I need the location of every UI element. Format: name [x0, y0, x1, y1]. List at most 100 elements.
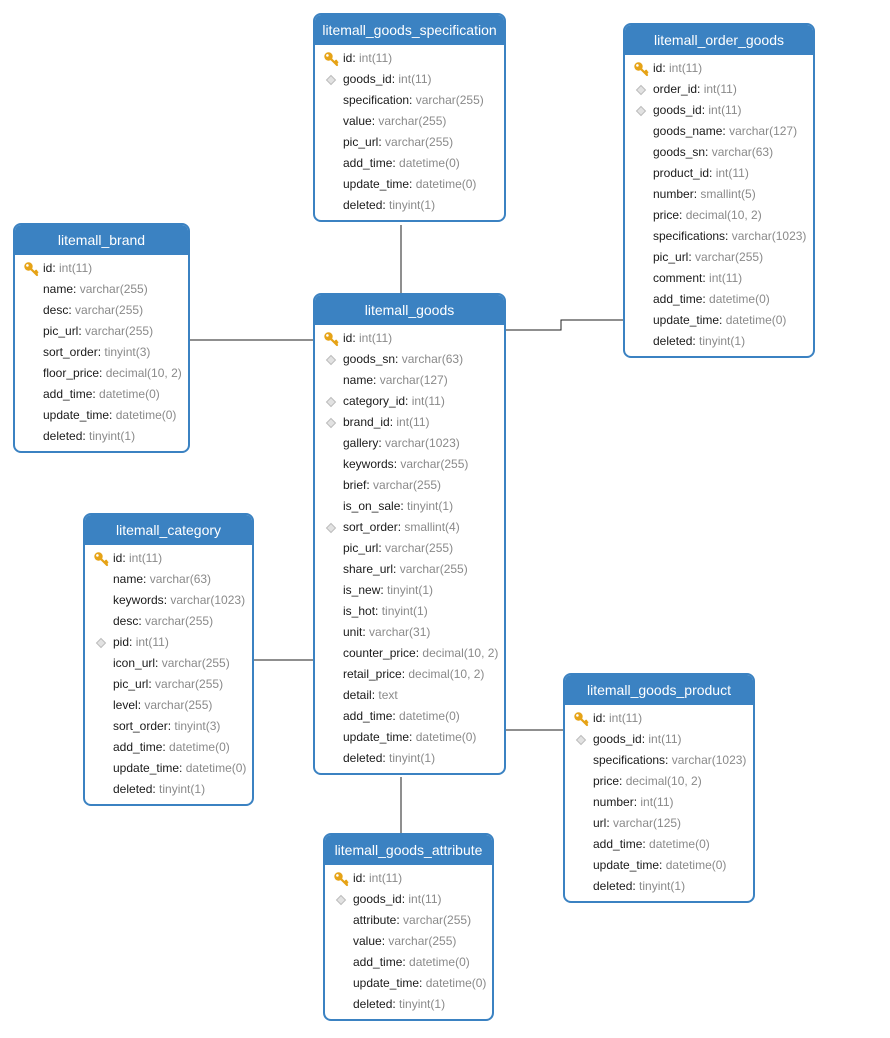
table-litemall-category[interactable]: litemall_category id: int(11)name: varch…: [83, 513, 254, 806]
field-row[interactable]: deleted: tinyint(1): [325, 994, 492, 1015]
field-row[interactable]: name: varchar(127): [315, 370, 504, 391]
field-separator: :: [148, 677, 156, 691]
field-name: deleted: [343, 198, 383, 212]
field-row[interactable]: add_time: datetime(0): [315, 706, 504, 727]
field-row[interactable]: value: varchar(255): [325, 931, 492, 952]
field-row[interactable]: icon_url: varchar(255): [85, 653, 252, 674]
field-row[interactable]: update_time: datetime(0): [85, 758, 252, 779]
field-row[interactable]: url: varchar(125): [565, 813, 753, 834]
field-row[interactable]: unit: varchar(31): [315, 622, 504, 643]
field-row[interactable]: number: int(11): [565, 792, 753, 813]
field-row[interactable]: specifications: varchar(1023): [565, 750, 753, 771]
field-row[interactable]: specifications: varchar(1023): [625, 226, 813, 247]
table-litemall-goods-specification[interactable]: litemall_goods_specification id: int(11)…: [313, 13, 506, 222]
field-row[interactable]: deleted: tinyint(1): [15, 426, 188, 447]
field-row[interactable]: deleted: tinyint(1): [625, 331, 813, 352]
field-separator: :: [382, 751, 390, 765]
field-row[interactable]: desc: varchar(255): [15, 300, 188, 321]
field-row[interactable]: id: int(11): [315, 328, 504, 349]
field-row[interactable]: gallery: varchar(1023): [315, 433, 504, 454]
field-row[interactable]: add_time: datetime(0): [85, 737, 252, 758]
field-row[interactable]: sort_order: tinyint(3): [85, 716, 252, 737]
field-row[interactable]: goods_id: int(11): [325, 889, 492, 910]
field-row[interactable]: update_time: datetime(0): [15, 405, 188, 426]
field-row[interactable]: goods_id: int(11): [625, 100, 813, 121]
field-row[interactable]: id: int(11): [15, 258, 188, 279]
field-row[interactable]: goods_name: varchar(127): [625, 121, 813, 142]
field-row[interactable]: id: int(11): [315, 48, 504, 69]
field-row[interactable]: sort_order: tinyint(3): [15, 342, 188, 363]
field-row[interactable]: update_time: datetime(0): [565, 855, 753, 876]
field-row[interactable]: goods_sn: varchar(63): [315, 349, 504, 370]
field-row[interactable]: counter_price: decimal(10, 2): [315, 643, 504, 664]
table-litemall-goods[interactable]: litemall_goods id: int(11)goods_sn: varc…: [313, 293, 506, 775]
field-row[interactable]: goods_id: int(11): [565, 729, 753, 750]
field-row[interactable]: name: varchar(63): [85, 569, 252, 590]
field-row[interactable]: add_time: datetime(0): [565, 834, 753, 855]
field-row[interactable]: name: varchar(255): [15, 279, 188, 300]
field-row[interactable]: floor_price: decimal(10, 2): [15, 363, 188, 384]
field-row[interactable]: add_time: datetime(0): [315, 153, 504, 174]
field-row[interactable]: detail: text: [315, 685, 504, 706]
field-row[interactable]: category_id: int(11): [315, 391, 504, 412]
field-row[interactable]: brief: varchar(255): [315, 475, 504, 496]
field-row[interactable]: update_time: datetime(0): [325, 973, 492, 994]
table-litemall-goods-attribute[interactable]: litemall_goods_attribute id: int(11)good…: [323, 833, 494, 1021]
field-row[interactable]: id: int(11): [625, 58, 813, 79]
field-row[interactable]: value: varchar(255): [315, 111, 504, 132]
field-row[interactable]: deleted: tinyint(1): [315, 748, 504, 769]
field-row[interactable]: is_new: tinyint(1): [315, 580, 504, 601]
field-row[interactable]: goods_sn: varchar(63): [625, 142, 813, 163]
field-name: update_time: [43, 408, 110, 422]
field-name: sort_order: [113, 719, 168, 733]
field-row[interactable]: pid: int(11): [85, 632, 252, 653]
field-row[interactable]: add_time: datetime(0): [15, 384, 188, 405]
field-row[interactable]: id: int(11): [565, 708, 753, 729]
field-row[interactable]: price: decimal(10, 2): [625, 205, 813, 226]
field-row[interactable]: pic_url: varchar(255): [625, 247, 813, 268]
field-name: product_id: [653, 166, 710, 180]
field-row[interactable]: deleted: tinyint(1): [565, 876, 753, 897]
field-row[interactable]: brand_id: int(11): [315, 412, 504, 433]
field-row[interactable]: order_id: int(11): [625, 79, 813, 100]
field-row[interactable]: id: int(11): [325, 868, 492, 889]
field-row[interactable]: specification: varchar(255): [315, 90, 504, 111]
index-diamond-icon: [333, 892, 349, 908]
field-row[interactable]: comment: int(11): [625, 268, 813, 289]
field-row[interactable]: deleted: tinyint(1): [85, 779, 252, 800]
field-row[interactable]: is_hot: tinyint(1): [315, 601, 504, 622]
table-litemall-brand[interactable]: litemall_brand id: int(11)name: varchar(…: [13, 223, 190, 453]
field-row[interactable]: id: int(11): [85, 548, 252, 569]
field-row[interactable]: level: varchar(255): [85, 695, 252, 716]
field-row[interactable]: add_time: datetime(0): [325, 952, 492, 973]
field-row[interactable]: desc: varchar(255): [85, 611, 252, 632]
field-row[interactable]: keywords: varchar(255): [315, 454, 504, 475]
field-row[interactable]: is_on_sale: tinyint(1): [315, 496, 504, 517]
field-row[interactable]: product_id: int(11): [625, 163, 813, 184]
field-row[interactable]: update_time: datetime(0): [315, 174, 504, 195]
field-row[interactable]: update_time: datetime(0): [625, 310, 813, 331]
field-row[interactable]: goods_id: int(11): [315, 69, 504, 90]
field-row[interactable]: attribute: varchar(255): [325, 910, 492, 931]
field-name: is_new: [343, 583, 381, 597]
field-row[interactable]: share_url: varchar(255): [315, 559, 504, 580]
field-type: varchar(255): [388, 934, 457, 948]
field-type: tinyint(1): [639, 879, 686, 893]
field-row[interactable]: deleted: tinyint(1): [315, 195, 504, 216]
field-row[interactable]: pic_url: varchar(255): [315, 132, 504, 153]
field-row[interactable]: update_time: datetime(0): [315, 727, 504, 748]
field-row[interactable]: sort_order: smallint(4): [315, 517, 504, 538]
table-litemall-goods-product[interactable]: litemall_goods_product id: int(11)goods_…: [563, 673, 755, 903]
field-row[interactable]: pic_url: varchar(255): [315, 538, 504, 559]
field-row[interactable]: keywords: varchar(1023): [85, 590, 252, 611]
table-litemall-order-goods[interactable]: litemall_order_goods id: int(11)order_id…: [623, 23, 815, 358]
field-row[interactable]: retail_price: decimal(10, 2): [315, 664, 504, 685]
field-row[interactable]: pic_url: varchar(255): [85, 674, 252, 695]
field-row[interactable]: price: decimal(10, 2): [565, 771, 753, 792]
field-row[interactable]: add_time: datetime(0): [625, 289, 813, 310]
field-row[interactable]: number: smallint(5): [625, 184, 813, 205]
field-type: datetime(0): [425, 976, 487, 990]
field-name: number: [653, 187, 694, 201]
field-type: int(11): [359, 51, 393, 65]
field-row[interactable]: pic_url: varchar(255): [15, 321, 188, 342]
